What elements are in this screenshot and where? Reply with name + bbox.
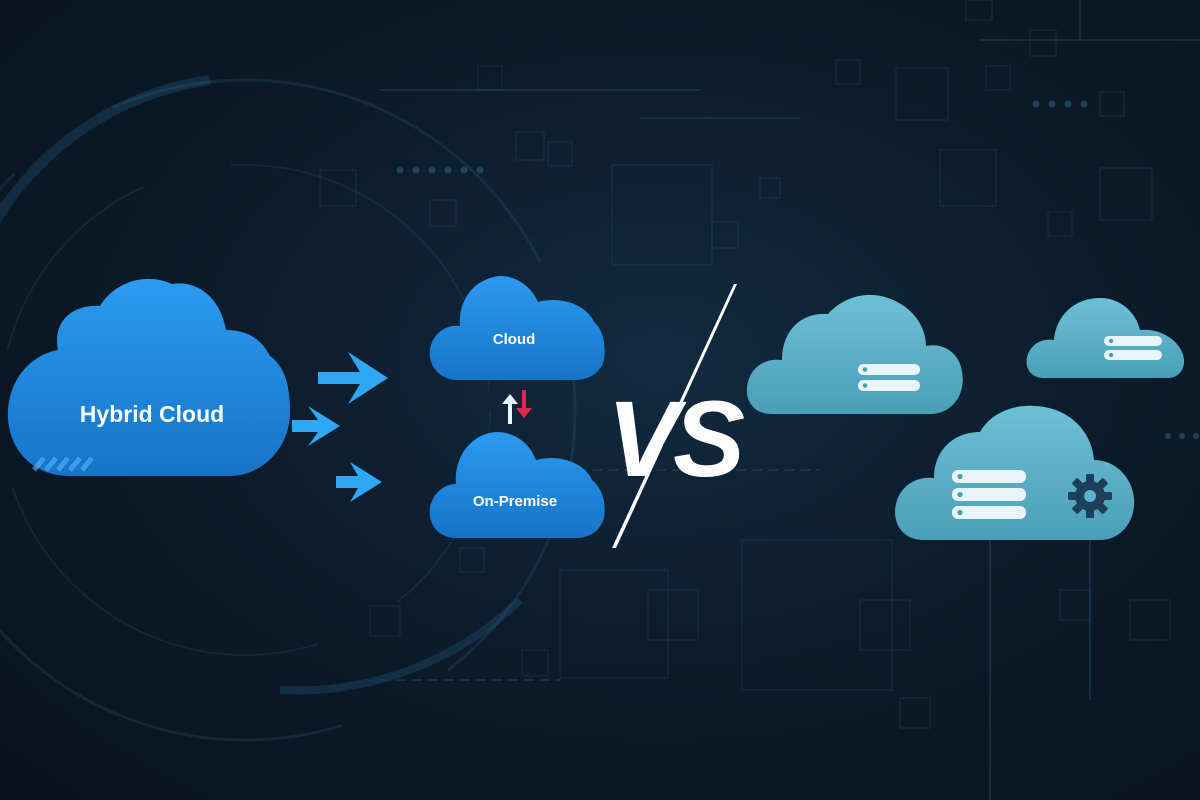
vs-divider: VS xyxy=(607,284,750,548)
on-premise-shape xyxy=(429,432,605,538)
vs-slash xyxy=(612,284,737,548)
hybrid-cloud-shape xyxy=(7,278,290,476)
multi-cloud-left xyxy=(746,294,963,414)
on-premise-node: On-Premise xyxy=(429,432,605,538)
background-dot-decoration xyxy=(396,100,1199,439)
arrow-right-icon xyxy=(292,406,340,446)
server-rack-icon xyxy=(952,470,1026,519)
hybrid-cloud-main: Hybrid Cloud xyxy=(7,278,290,476)
vs-text: VS xyxy=(607,378,744,499)
arrow-right-icon xyxy=(336,462,382,502)
cloud-shape xyxy=(746,294,963,414)
cloud-shape xyxy=(429,276,605,380)
multi-cloud-top-right xyxy=(1026,298,1185,378)
cloud-label: Cloud xyxy=(493,331,536,348)
server-rack-icon xyxy=(1104,336,1162,360)
on-premise-label: On-Premise xyxy=(473,493,557,510)
sync-arrows xyxy=(502,390,532,424)
arrow-up-icon xyxy=(502,394,518,424)
server-rack-icon xyxy=(858,364,920,391)
hybrid-cloud-stripes xyxy=(32,456,94,472)
cloud-node: Cloud xyxy=(429,276,605,380)
gear-icon xyxy=(1068,474,1112,518)
arrow-right-icon xyxy=(318,352,388,404)
hybrid-cloud-label: Hybrid Cloud xyxy=(80,401,224,427)
arrow-down-icon xyxy=(516,390,532,418)
flow-arrows xyxy=(292,352,388,502)
multi-cloud-bottom xyxy=(895,405,1135,540)
